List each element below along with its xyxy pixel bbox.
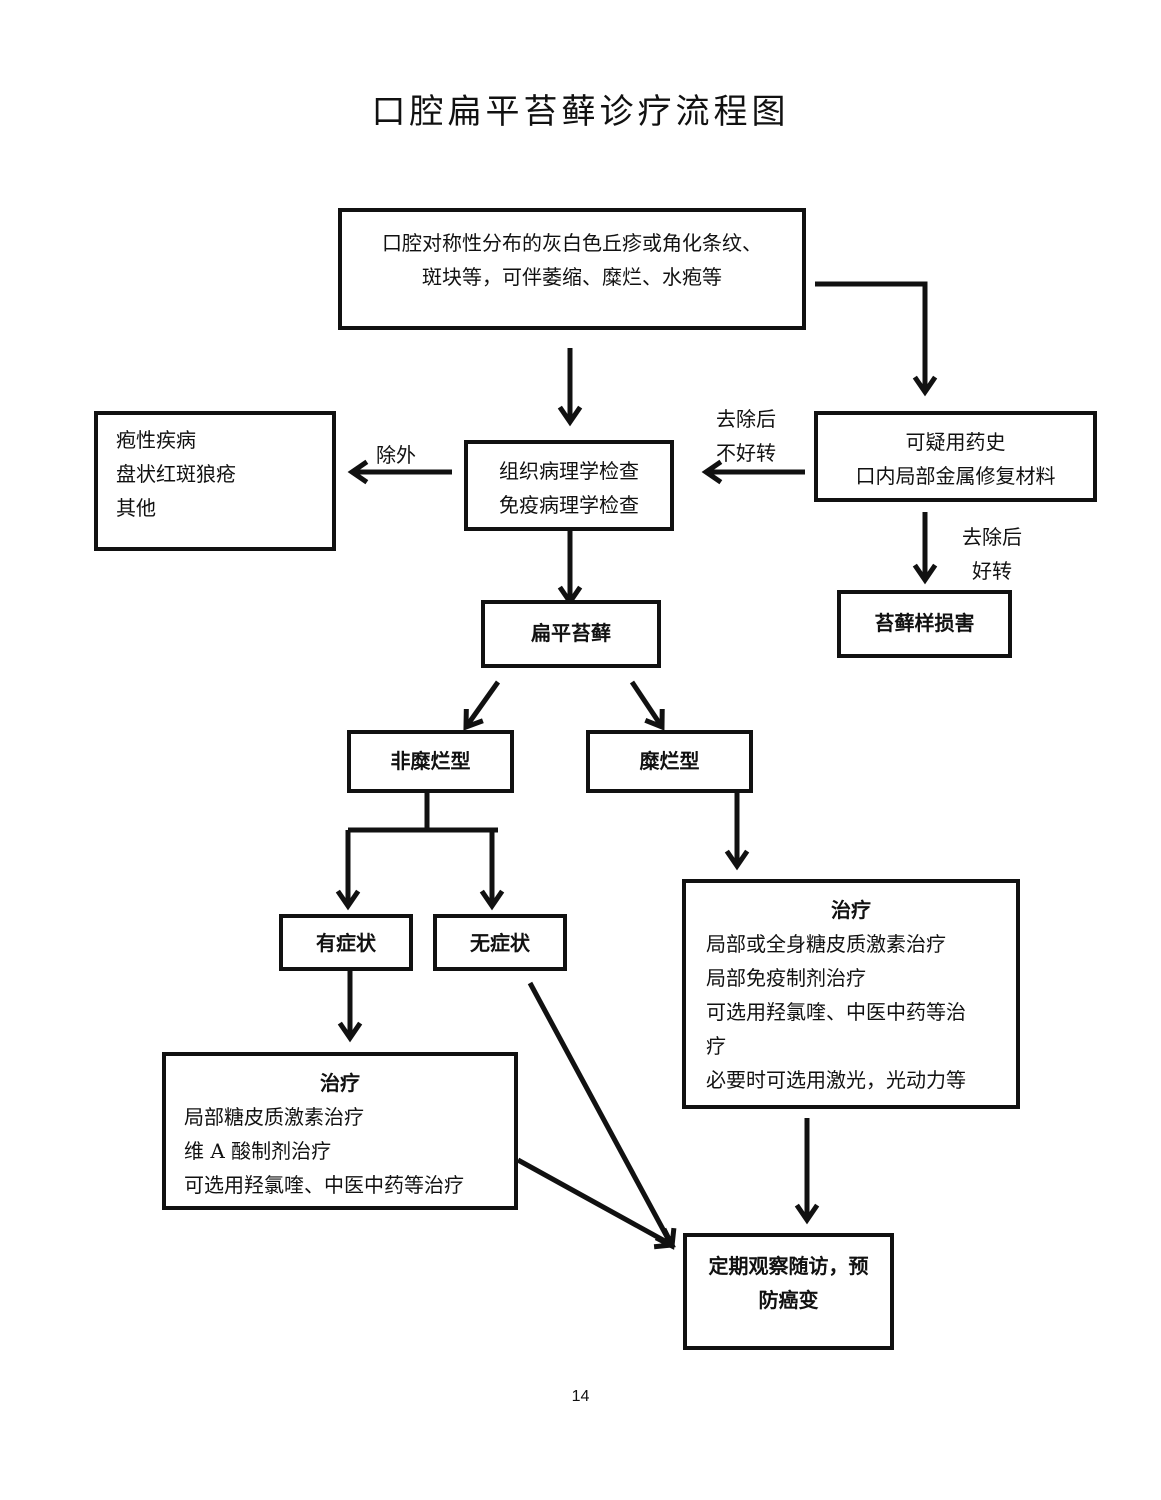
- pathology-line-2: 免疫病理学检查: [499, 493, 639, 517]
- drug-history-line-1: 可疑用药史: [905, 430, 1006, 454]
- not-improved-line-1: 去除后: [716, 407, 776, 431]
- edge-label-not-improved: 去除后 不好转: [716, 402, 776, 470]
- arrow-treatment-symptomatic-to-followup-line: [516, 1157, 674, 1248]
- treatment-symptomatic-line-1: 局部糖皮质激素治疗: [184, 1105, 364, 1129]
- page-title: 口腔扁平苔藓诊疗流程图: [371, 92, 790, 132]
- arrow-symptomatic-to-treatment-arrowhead-icon: [337, 1021, 363, 1043]
- followup-line-1: 定期观察随访，预: [708, 1254, 869, 1278]
- arrow-erosive-to-treatment-arrowhead-icon: [724, 849, 750, 871]
- arrow-symptoms-to-pathology-arrowhead-icon: [557, 405, 583, 427]
- treatment-erosive-line-2: 局部免疫制剂治疗: [706, 966, 866, 990]
- arrow-non-erosive-to-asymptomatic-arrowhead-icon: [479, 889, 505, 911]
- node-non-erosive: 非糜烂型: [347, 730, 514, 793]
- treatment-erosive-line-4: 疗: [706, 1034, 726, 1058]
- node-drug-history: 可疑用药史 口内局部金属修复材料: [814, 411, 1097, 502]
- symptomatic-label: 有症状: [316, 931, 376, 955]
- node-asymptomatic: 无症状: [433, 914, 567, 971]
- node-lichenoid-lesion: 苔藓样损害: [837, 590, 1012, 658]
- lichenoid-label: 苔藓样损害: [874, 611, 975, 635]
- node-oral-lichen-planus: 扁平苔藓: [481, 600, 661, 668]
- symptoms-line-1: 口腔对称性分布的灰白色丘疹或角化条纹、: [382, 231, 762, 255]
- improved-line-2: 好转: [972, 559, 1012, 583]
- arrow-drug-history-to-pathology-arrowhead-icon: [701, 459, 723, 485]
- asymptomatic-label: 无症状: [470, 931, 530, 955]
- olp-label: 扁平苔藓: [531, 621, 611, 645]
- node-symptoms: 口腔对称性分布的灰白色丘疹或角化条纹、 斑块等，可伴萎缩、糜烂、水疱等: [338, 208, 806, 330]
- treatment-symptomatic-heading: 治疗: [320, 1071, 360, 1095]
- arrow-symptoms-to-drug-history-arrowhead-icon: [912, 375, 938, 397]
- edge-label-exclude: 除外: [376, 443, 416, 467]
- erosive-label: 糜烂型: [639, 749, 700, 773]
- arrow-olp-to-erosive-line: [629, 680, 665, 729]
- arrow-drug-history-to-lichenoid-arrowhead-icon: [912, 563, 938, 585]
- node-exclude-list: 疱性疾病 盘状红斑狼疮 其他: [94, 411, 336, 551]
- treatment-erosive-line-5: 必要时可选用激光，光动力等: [706, 1068, 966, 1092]
- arrow-olp-to-erosive-arrowhead-icon: [644, 708, 665, 731]
- node-pathology: 组织病理学检查 免疫病理学检查: [464, 440, 674, 531]
- page-number: 14: [571, 1388, 590, 1405]
- arrow-treatment-erosive-to-followup-arrowhead-icon: [794, 1203, 820, 1225]
- arrow-asymptomatic-to-followup-line: [527, 981, 675, 1248]
- symptoms-line-2: 斑块等，可伴萎缩、糜烂、水疱等: [422, 265, 722, 289]
- exclude-item-3: 其他: [116, 496, 156, 520]
- arrow-symptoms-to-drug-history-line: [815, 281, 928, 392]
- edge-label-improved: 去除后 好转: [962, 520, 1022, 588]
- exclude-item-1: 疱性疾病: [116, 428, 196, 452]
- treatment-symptomatic-line-2: 维 A 酸制剂治疗: [184, 1139, 332, 1163]
- arrow-non-erosive-to-symptomatic-arrowhead-icon: [335, 889, 361, 911]
- arrow-pathology-to-exclude-arrowhead-icon: [347, 459, 369, 485]
- node-treatment-symptomatic: 治疗 局部糖皮质激素治疗 维 A 酸制剂治疗 可选用羟氯喹、中医中药等治疗: [162, 1052, 518, 1210]
- treatment-erosive-line-3: 可选用羟氯喹、中医中药等治: [706, 1000, 966, 1024]
- treatment-symptomatic-line-3: 可选用羟氯喹、中医中药等治疗: [184, 1173, 464, 1197]
- treatment-erosive-line-1: 局部或全身糖皮质激素治疗: [706, 932, 946, 956]
- followup-line-2: 防癌变: [758, 1288, 819, 1312]
- drug-history-line-2: 口内局部金属修复材料: [855, 464, 1056, 488]
- arrow-olp-to-non-erosive-arrowhead-icon: [463, 708, 484, 731]
- node-followup: 定期观察随访，预 防癌变: [683, 1233, 894, 1350]
- node-erosive: 糜烂型: [586, 730, 753, 793]
- not-improved-line-2: 不好转: [716, 441, 776, 465]
- arrow-olp-to-non-erosive-line: [463, 680, 501, 729]
- treatment-erosive-heading: 治疗: [831, 898, 871, 922]
- non-erosive-label: 非糜烂型: [390, 749, 471, 773]
- arrow-treatment-symptomatic-to-followup-arrowhead-icon: [653, 1227, 676, 1250]
- node-treatment-erosive: 治疗 局部或全身糖皮质激素治疗 局部免疫制剂治疗 可选用羟氯喹、中医中药等治 疗…: [682, 879, 1020, 1109]
- node-symptomatic: 有症状: [279, 914, 413, 971]
- pathology-line-1: 组织病理学检查: [499, 459, 639, 483]
- improved-line-1: 去除后: [962, 525, 1022, 549]
- exclude-item-2: 盘状红斑狼疮: [116, 462, 236, 486]
